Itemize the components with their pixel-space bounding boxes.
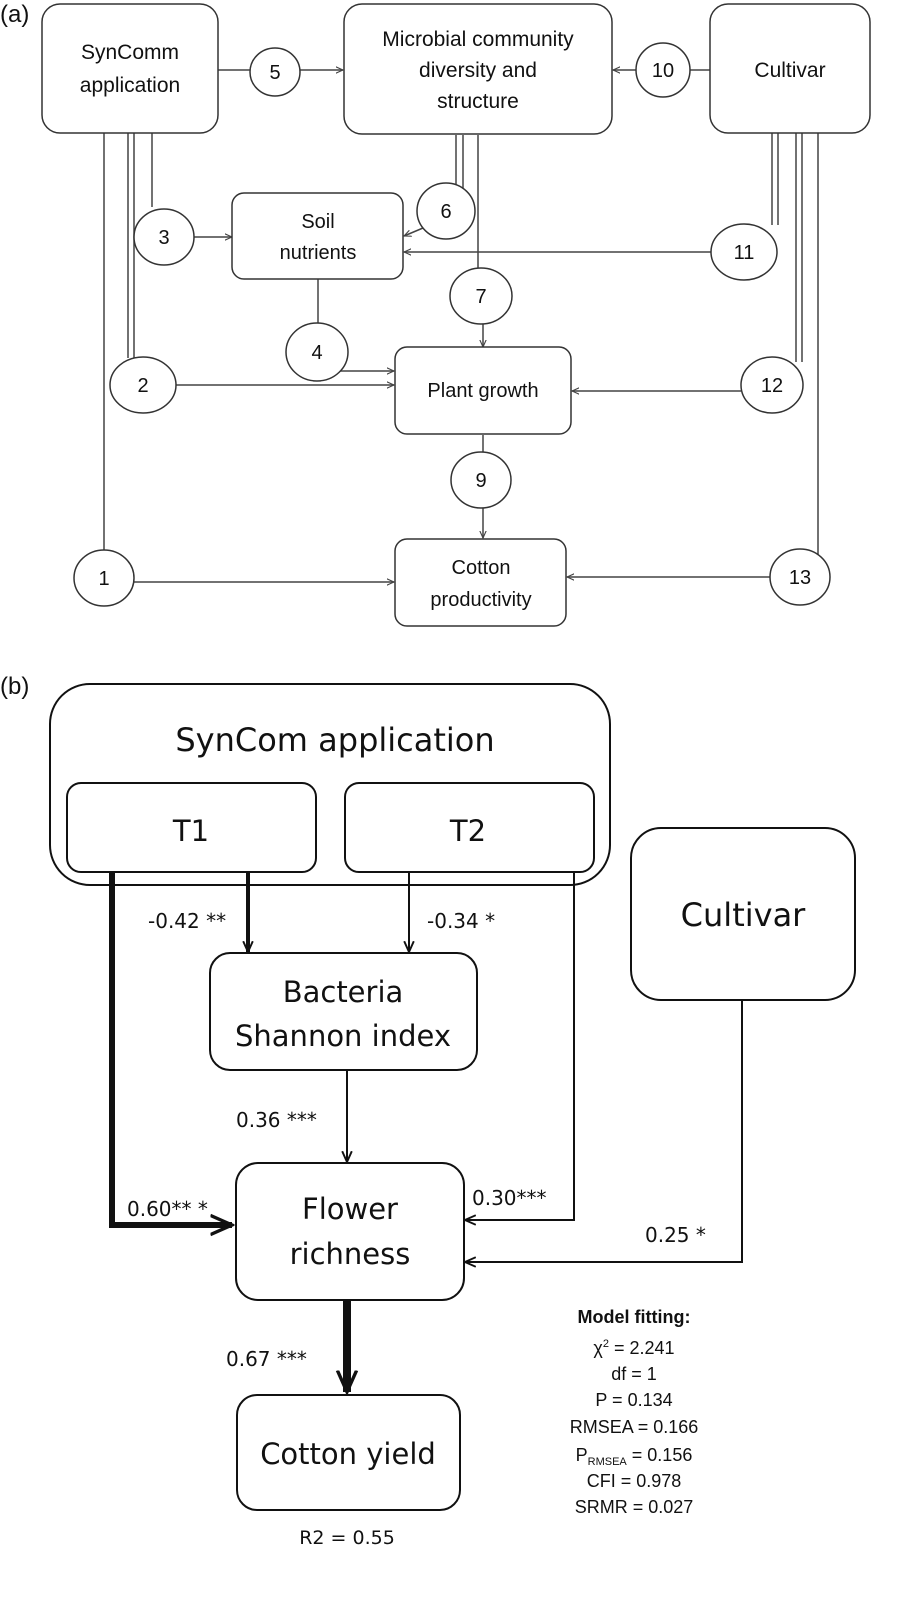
flower-richness-line-1: Flower bbox=[302, 1192, 398, 1226]
model-fitting-cfi: CFI = 0.978 bbox=[587, 1471, 682, 1491]
syncomm-box-line-1: SynComm bbox=[81, 41, 179, 64]
coef-bacteria-flower: 0.36 *** bbox=[236, 1108, 317, 1132]
model-fitting-block: Model fitting: χ2 = 2.241 df = 1 P = 0.1… bbox=[570, 1307, 699, 1517]
soil-nutrients-box: Soil nutrients bbox=[231, 192, 404, 280]
path-5-circle: 5 bbox=[249, 47, 301, 97]
path-7-number: 7 bbox=[475, 286, 486, 308]
flower-richness-line-2: richness bbox=[290, 1237, 411, 1271]
coef-t2-flower: 0.30*** bbox=[472, 1186, 547, 1210]
path-1-number: 1 bbox=[98, 568, 109, 590]
model-fitting-title: Model fitting: bbox=[578, 1307, 691, 1327]
t1-box: T1 bbox=[66, 782, 317, 873]
model-fitting-p: P = 0.134 bbox=[595, 1390, 672, 1410]
t1-label: T1 bbox=[172, 814, 209, 848]
path-6-arrow bbox=[404, 227, 424, 236]
cultivar-box-b: Cultivar bbox=[630, 827, 856, 1001]
path-10-circle: 10 bbox=[635, 42, 691, 98]
bacteria-shannon-line-2: Shannon index bbox=[235, 1019, 451, 1053]
soil-nutrients-box-line-1: Soil bbox=[301, 211, 334, 233]
microbial-box-line-1: Microbial community bbox=[382, 28, 574, 51]
path-12-circle: 12 bbox=[740, 356, 804, 414]
path-10-number: 10 bbox=[652, 60, 674, 82]
microbial-box: Microbial community diversity and struct… bbox=[343, 3, 613, 135]
syncomm-box: SynComm application bbox=[41, 3, 219, 134]
path-2-number: 2 bbox=[137, 375, 148, 397]
coef-t1-flower: 0.60** * bbox=[127, 1197, 208, 1221]
panel-a: (a) bbox=[0, 1, 871, 627]
cotton-productivity-box-line-2: productivity bbox=[430, 589, 531, 611]
cultivar-box-a: Cultivar bbox=[709, 3, 871, 134]
t2-label: T2 bbox=[449, 814, 486, 848]
microbial-box-line-3: structure bbox=[437, 90, 519, 113]
cotton-productivity-box: Cotton productivity bbox=[394, 538, 567, 627]
flower-richness-box: Flower richness bbox=[235, 1162, 465, 1301]
chi2-symbol: χ bbox=[593, 1338, 603, 1358]
plant-growth-box-label: Plant growth bbox=[427, 380, 538, 402]
path-13-number: 13 bbox=[789, 567, 811, 589]
path-1-circle: 1 bbox=[73, 549, 135, 607]
path-6-circle: 6 bbox=[416, 182, 476, 240]
path-11-circle: 11 bbox=[710, 223, 778, 281]
model-fitting-p-rmsea: PRMSEA = 0.156 bbox=[576, 1445, 693, 1468]
path-3-number: 3 bbox=[158, 227, 169, 249]
bacteria-shannon-line-1: Bacteria bbox=[283, 975, 404, 1009]
panel-b: (b) SynCom application T1 bbox=[0, 673, 856, 1549]
t2-to-flower-arrow bbox=[465, 872, 575, 1220]
cotton-yield-label: Cotton yield bbox=[260, 1437, 436, 1471]
cultivar-box-b-label: Cultivar bbox=[681, 896, 807, 934]
path-9-number: 9 bbox=[475, 470, 486, 492]
soil-nutrients-box-line-2: nutrients bbox=[280, 242, 357, 264]
p-rmsea-value: = 0.156 bbox=[627, 1445, 693, 1465]
cotton-productivity-box-line-1: Cotton bbox=[452, 557, 511, 579]
bacteria-shannon-box: Bacteria Shannon index bbox=[209, 952, 478, 1071]
coef-t1-bacteria: -0.42 ** bbox=[148, 909, 226, 933]
path-7-circle: 7 bbox=[449, 267, 513, 325]
p-rmsea-symbol: P bbox=[576, 1445, 588, 1465]
chi2-value: = 2.241 bbox=[609, 1338, 675, 1358]
plant-growth-box: Plant growth bbox=[394, 346, 572, 435]
t2-box: T2 bbox=[344, 782, 595, 873]
model-fitting-rmsea: RMSEA = 0.166 bbox=[570, 1417, 699, 1437]
cultivar-to-flower-arrow bbox=[465, 1000, 743, 1262]
panel-a-connectors bbox=[103, 70, 819, 582]
model-fitting-srmr: SRMR = 0.027 bbox=[575, 1497, 694, 1517]
panel-b-arrows bbox=[109, 872, 743, 1392]
path-5-number: 5 bbox=[269, 62, 280, 84]
microbial-box-line-2: diversity and bbox=[419, 59, 537, 82]
t1-to-flower-arrow bbox=[109, 872, 232, 1225]
path-12-number: 12 bbox=[761, 375, 783, 397]
path-13-circle: 13 bbox=[769, 548, 831, 606]
syncomm-box-line-2: application bbox=[80, 74, 180, 97]
path-3-circle: 3 bbox=[133, 208, 195, 266]
cotton-yield-box: Cotton yield bbox=[236, 1394, 461, 1511]
model-fitting-df: df = 1 bbox=[611, 1364, 657, 1384]
path-6-number: 6 bbox=[440, 201, 451, 223]
path-4-number: 4 bbox=[311, 342, 322, 364]
coef-cultivar-flower: 0.25 * bbox=[645, 1223, 706, 1247]
chi2-superscript: 2 bbox=[603, 1338, 609, 1350]
coef-flower-yield: 0.67 *** bbox=[226, 1347, 307, 1371]
syncom-application-label: SynCom application bbox=[175, 721, 494, 759]
coef-t2-bacteria: -0.34 * bbox=[427, 909, 495, 933]
panel-b-label: (b) bbox=[0, 673, 29, 700]
path-11-number: 11 bbox=[734, 242, 755, 264]
path-2-circle: 2 bbox=[109, 356, 177, 414]
r-squared: R2 = 0.55 bbox=[299, 1527, 395, 1549]
path-4-circle: 4 bbox=[285, 322, 349, 382]
model-fitting-chi2: χ2 = 2.241 bbox=[593, 1338, 674, 1358]
p-rmsea-subscript: RMSEA bbox=[588, 1456, 628, 1468]
cultivar-box-a-label: Cultivar bbox=[754, 59, 825, 82]
path-9-circle: 9 bbox=[450, 451, 512, 509]
panel-a-label: (a) bbox=[0, 1, 29, 28]
